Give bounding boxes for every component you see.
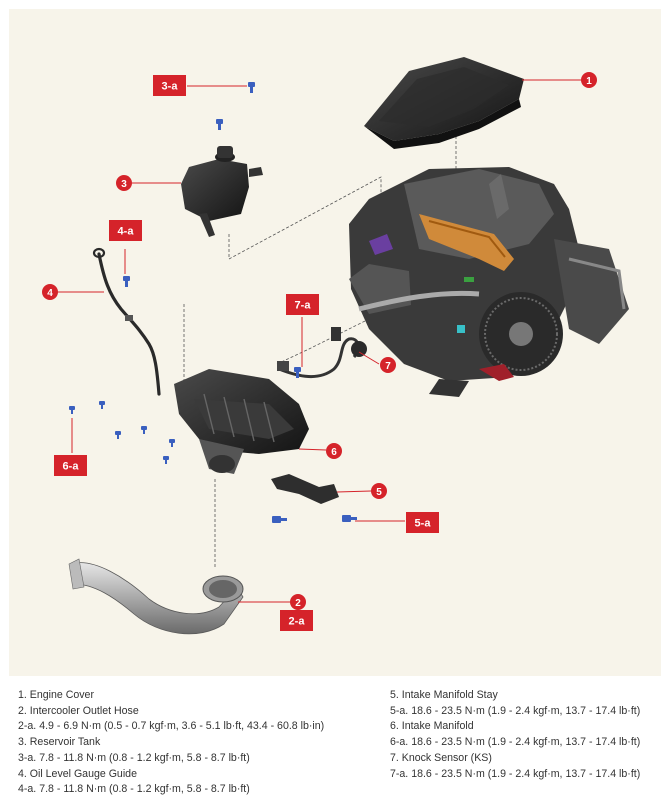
legend-item-torque-6a: 6-a. 18.6 - 23.5 N·m (1.9 - 2.4 kgf·m, 1… — [390, 736, 641, 749]
callout-5: 5 — [371, 483, 387, 499]
bolt-icon — [163, 456, 169, 464]
callout-6a: 6-a — [54, 455, 87, 476]
bolts — [69, 82, 357, 523]
legend-item-knock-sensor: 7. Knock Sensor (KS) — [390, 751, 492, 764]
svg-text:3-a: 3-a — [162, 81, 179, 93]
bolt-icon — [272, 516, 287, 523]
knock-sensor — [277, 327, 367, 378]
bolt-icon — [294, 367, 301, 378]
svg-text:1: 1 — [586, 76, 592, 87]
legend-item-torque-7a: 7-a. 18.6 - 23.5 N·m (1.9 - 2.4 kgf·m, 1… — [390, 767, 641, 780]
callout-2: 2 — [290, 594, 306, 610]
bolt-icon — [216, 119, 223, 130]
bolt-icon — [342, 515, 357, 522]
callout-2a: 2-a — [280, 610, 313, 631]
engine-assembly — [349, 167, 629, 397]
engine-cover — [364, 57, 524, 149]
svg-text:6: 6 — [331, 447, 337, 458]
callout-5a: 5-a — [406, 512, 439, 533]
callout-7: 7 — [380, 357, 396, 373]
bolt-icon — [123, 276, 130, 287]
intake-manifold — [174, 369, 309, 474]
svg-text:5-a: 5-a — [415, 518, 432, 530]
legend-item-torque-3a: 3-a. 7.8 - 11.8 N·m (0.8 - 1.2 kgf·m, 5.… — [18, 751, 250, 764]
svg-text:5: 5 — [376, 487, 382, 498]
callout-4a: 4-a — [109, 220, 142, 241]
callout-3a: 3-a — [153, 75, 186, 96]
intercooler-outlet-hose — [68, 558, 244, 635]
exploded-diagram: 1 2 3 4 5 6 7 2-a 3-a 4-a 5-a 6 — [9, 9, 661, 676]
legend-item-intake-manifold-stay: 5. Intake Manifold Stay — [390, 689, 498, 701]
svg-text:7-a: 7-a — [295, 300, 312, 312]
leader-lines — [57, 79, 581, 603]
bolt-icon — [99, 401, 105, 409]
callout-4: 4 — [42, 284, 58, 300]
bolt-icon — [169, 439, 175, 447]
svg-text:3: 3 — [121, 179, 127, 190]
callout-7a: 7-a — [286, 294, 319, 315]
parts-legend: 1. Engine Cover 2. Intercooler Outlet Ho… — [18, 688, 663, 803]
intake-manifold-stay — [271, 474, 339, 504]
legend-item-torque-4a: 4-a. 7.8 - 11.8 N·m (0.8 - 1.2 kgf·m, 5.… — [18, 783, 250, 796]
callout-6: 6 — [326, 443, 342, 459]
reservoir-tank — [181, 146, 263, 237]
bolt-icon — [69, 406, 75, 414]
legend-column-left: 1. Engine Cover 2. Intercooler Outlet Ho… — [18, 688, 388, 798]
legend-item-reservoir-tank: 3. Reservoir Tank — [18, 736, 101, 749]
callout-3: 3 — [116, 175, 132, 191]
bolt-icon — [141, 426, 147, 434]
svg-text:2: 2 — [295, 598, 301, 609]
legend-item-engine-cover: 1. Engine Cover — [18, 689, 94, 701]
legend-item-torque-2a: 2-a. 4.9 - 6.9 N·m (0.5 - 0.7 kgf·m, 3.6… — [18, 720, 325, 733]
svg-text:4: 4 — [47, 288, 53, 299]
svg-text:2-a: 2-a — [289, 616, 306, 628]
svg-text:7: 7 — [385, 361, 391, 372]
legend-item-torque-5a: 5-a. 18.6 - 23.5 N·m (1.9 - 2.4 kgf·m, 1… — [390, 704, 641, 717]
svg-text:6-a: 6-a — [63, 461, 80, 473]
svg-text:4-a: 4-a — [118, 226, 135, 238]
legend-column-right: 5. Intake Manifold Stay 5-a. 18.6 - 23.5… — [390, 688, 670, 782]
callout-1: 1 — [581, 72, 597, 88]
bolt-icon — [115, 431, 121, 439]
oil-level-gauge-guide — [92, 247, 161, 396]
legend-item-intercooler-outlet-hose: 2. Intercooler Outlet Hose — [18, 704, 139, 717]
legend-item-oil-level-gauge-guide: 4. Oil Level Gauge Guide — [18, 767, 137, 780]
legend-item-intake-manifold: 6. Intake Manifold — [390, 720, 474, 733]
bolt-icon — [248, 82, 255, 93]
